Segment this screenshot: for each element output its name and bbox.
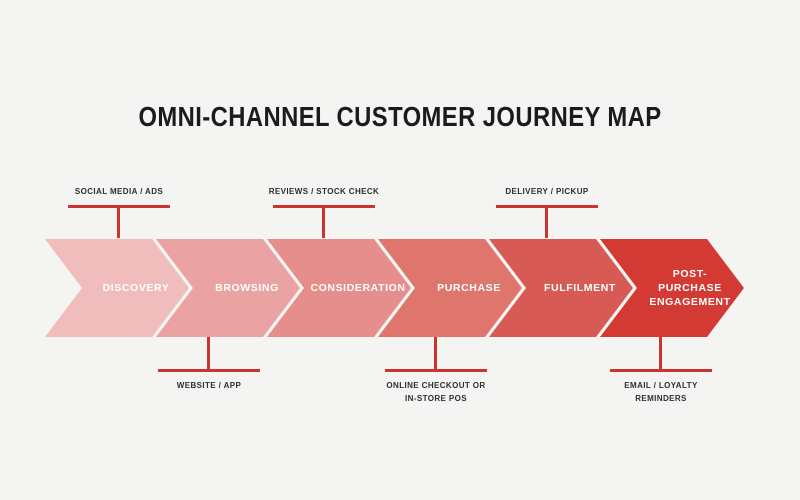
connector-line-top-3 [545, 208, 548, 238]
touchpoint-label-bottom-3: EMAIL / LOYALTY REMINDERS [624, 381, 698, 403]
connector-bar-bottom-1 [158, 369, 260, 372]
stage-chevron-post-purchase [600, 239, 744, 337]
stage-chevron-fulfilment [489, 239, 633, 337]
stage-chevron-purchase [378, 239, 522, 337]
stage-chevron-discovery [45, 239, 189, 337]
connector-bar-top-2 [273, 205, 375, 208]
touchpoint-label-bottom-2: ONLINE CHECKOUT OR IN-STORE POS [386, 381, 486, 403]
connector-line-bottom-3 [659, 337, 662, 369]
stage-label-browsing: BROWSING [215, 282, 279, 294]
stage-chevron-browsing [156, 239, 300, 337]
connector-bar-bottom-2 [385, 369, 487, 372]
connector-bar-bottom-3 [610, 369, 712, 372]
stage-chevron-consideration [267, 239, 411, 337]
connector-line-bottom-1 [207, 337, 210, 369]
connector-bar-top-3 [496, 205, 598, 208]
stage-label-consideration: CONSIDERATION [310, 282, 406, 294]
stage-label-purchase: PURCHASE [437, 282, 501, 294]
connector-line-bottom-2 [434, 337, 437, 369]
touchpoint-label-bottom-1: WEBSITE / APP [176, 381, 242, 390]
stage-label-discovery: DISCOVERY [102, 282, 170, 294]
connector-line-top-2 [322, 208, 325, 238]
touchpoint-label-top-2: REVIEWS / STOCK CHECK [268, 187, 380, 196]
page-title: OMNI-CHANNEL CUSTOMER JOURNEY MAP [138, 101, 662, 132]
connector-bar-top-1 [68, 205, 170, 208]
stage-label-post-purchase: POST-PURCHASE ENGAGEMENT [649, 268, 731, 308]
touchpoint-label-top-3: DELIVERY / PICKUP [505, 187, 589, 196]
connector-line-top-1 [117, 208, 120, 238]
stage-label-fulfilment: FULFILMENT [544, 282, 616, 294]
touchpoint-label-top-1: SOCIAL MEDIA / ADS [74, 187, 164, 196]
